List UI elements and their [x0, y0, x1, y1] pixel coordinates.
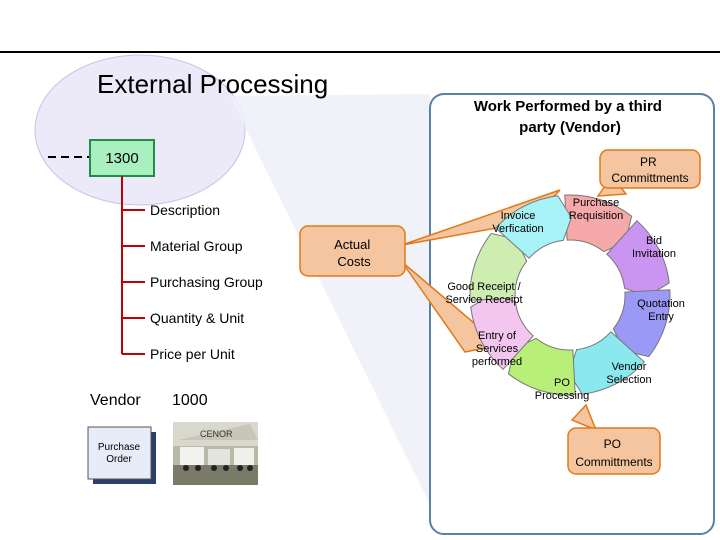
panel-title: Work Performed by a third party (Vendor) — [474, 98, 666, 136]
actual-costs-callout — [299, 225, 406, 277]
page-title: External Processing — [97, 69, 328, 99]
svg-text:CENOR: CENOR — [200, 429, 233, 439]
pr-committments-label: PR Committments — [611, 155, 688, 185]
field-quantity-unit: Quantity & Unit — [150, 310, 244, 326]
vendor-label: Vendor — [90, 392, 141, 409]
panel-title-line-1: Work Performed by a third — [474, 98, 662, 115]
cycle-step-bid-invitation — [606, 219, 670, 297]
pr-committments-callout — [599, 149, 701, 189]
purchase-order-card[interactable] — [87, 426, 152, 480]
background-circle — [34, 54, 246, 206]
third-party-panel — [429, 93, 715, 535]
actual-costs-line-1: Actual — [334, 237, 370, 252]
field-material-group: Material Group — [150, 238, 243, 254]
cycle-step-vendor-selection — [568, 331, 646, 395]
cycle-step-invoice-verfication — [494, 195, 572, 259]
field-description: Description — [150, 202, 220, 218]
plant-code: 1300 — [105, 150, 138, 167]
field-price-per-unit: Price per Unit — [150, 346, 235, 362]
actual-costs-label: Actual Costs — [334, 237, 374, 269]
cycle-step-po-processing — [507, 337, 576, 396]
cycle-step-quotation-entry — [612, 289, 671, 358]
vendor-number: 1000 — [172, 392, 208, 409]
panel-title-line-2: party (Vendor) — [519, 119, 621, 136]
po-committments-callout — [567, 427, 661, 475]
zoom-wedge — [230, 94, 430, 505]
cycle-step-entry-of-services-performed — [470, 293, 534, 371]
field-purchasing-group: Purchasing Group — [150, 274, 263, 290]
po-committments-label: PO Committments — [575, 437, 652, 469]
po-callout-pointer — [570, 403, 598, 432]
cycle-label-good-receipt-service-receipt: Good Receipt /Service Receipt — [445, 281, 522, 306]
cycle-step-good-receipt-service-receipt — [469, 232, 528, 301]
plant-box[interactable] — [89, 139, 155, 177]
cycle-step-purchase-requisition — [564, 194, 633, 253]
po-card-line-2: Order — [106, 454, 132, 465]
po-card-line-1: Purchase — [98, 442, 141, 453]
actual-costs-line-2: Costs — [337, 254, 371, 269]
warehouse-photo: CENOR — [173, 422, 258, 485]
